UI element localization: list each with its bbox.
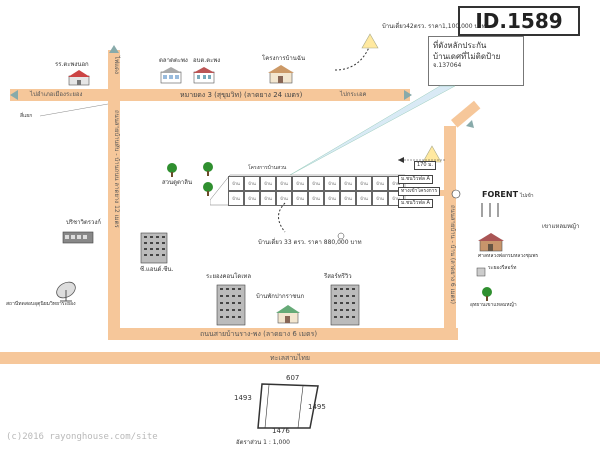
bottom-road-label: ถนนสายบ้านราง-พง (ลาดยาง 6 เมตร) (200, 330, 318, 338)
satellite-dish-icon (54, 280, 78, 302)
right-label-1: เขาแหลมหญ้า (542, 223, 580, 230)
tree-icon (167, 163, 177, 177)
price-mid-label: บ้านเดี่ยว 33 ตรว. ราคา 880,000 บาท (258, 239, 362, 246)
tree-icon (203, 162, 213, 176)
plot-cell: บ้าน (324, 176, 340, 191)
forent-name: FORENT (482, 190, 519, 199)
plot-cell: บ้าน (228, 176, 244, 191)
plot-cell: บ้าน (308, 191, 324, 206)
callout-line2: บ้านเดศที่ไม่ติดป้าย (433, 52, 501, 62)
to-chonburi-label: ไปอำเภอเมืองระยอง (30, 91, 83, 98)
plot-cell: บ้าน (340, 191, 356, 206)
right-road (444, 126, 456, 338)
plot-cell: บ้าน (372, 176, 388, 191)
plot-cell: บ้าน (276, 191, 292, 206)
forent-logo-icon (478, 202, 502, 217)
tambon-icon (193, 66, 215, 84)
house-label: บ้านพักปากราชนก (256, 293, 305, 300)
project-label: โครงการบ้านฉัน (262, 55, 306, 62)
market-icon (160, 66, 182, 84)
scale-label: อัตราส่วน 1 : 1,000 (236, 439, 290, 446)
project-name-label: โครงการบ้านสวน (248, 165, 287, 171)
condotel-building-icon (216, 284, 246, 326)
plot-right-dim: 1495 (308, 403, 326, 411)
plot-cell: บ้าน (260, 191, 276, 206)
entrance-tag: ทางเข้าโครงการ (398, 187, 441, 196)
callout-line1: ที่ดังหลักประกัน (433, 41, 487, 50)
plot-cell: บ้าน (244, 191, 260, 206)
plot-cell: บ้าน (292, 191, 308, 206)
plot-left-dim: 1493 (234, 394, 252, 402)
tree-icon (203, 182, 213, 196)
plant-icon (62, 228, 94, 244)
collateral-callout: ที่ดังหลักประกัน บ้านเดศที่ไม่ติดป้าย จ.… (428, 36, 524, 86)
house-icon (276, 304, 300, 324)
plant-label: ปริชาวิตรวงก์ (66, 219, 101, 226)
plot-cell: บ้าน (356, 176, 372, 191)
plot-cell: บ้าน (292, 176, 308, 191)
plot-cell: บ้าน (244, 176, 260, 191)
plot-cell: บ้าน (324, 191, 340, 206)
top-road-label: หมายดง 3 (สุขุมวิท) (ลาดยาง 24 เมตร) (180, 91, 303, 99)
plot-cell: บ้าน (276, 176, 292, 191)
resort-label: รีสอร์ทรีวิว (324, 273, 352, 280)
tree-icon (482, 287, 492, 301)
right-label-3: ระยองรีสอร์ท (488, 265, 517, 271)
distance-tag: 170 ม. (414, 161, 437, 170)
plot-cell: บ้าน (260, 176, 276, 191)
school-label: รร.ตะพงนอก (55, 61, 89, 68)
lower-road-lower (0, 352, 600, 364)
right-label-2: ศาลหลวงพ่อกรมหลวงชุมพร (478, 253, 539, 259)
project-area: บ้าน บ้าน บ้าน บ้าน บ้าน บ้าน บ้าน บ้าน … (210, 170, 450, 210)
resort-building-icon (330, 284, 360, 326)
school-icon (68, 70, 90, 86)
plot-cell: บ้าน (228, 191, 244, 206)
plot-cell: บ้าน (340, 176, 356, 191)
id-label: ID.1589 (475, 9, 563, 33)
plot-bottom-dim: 1476 (272, 427, 290, 435)
id-badge: ID.1589 (458, 6, 580, 36)
plot-cell: บ้าน (356, 191, 372, 206)
forent-sub: ไปเข้า (519, 193, 534, 199)
tambon-label: อบต.ตะพง (193, 57, 221, 64)
price-top-label: บ้านเดี่ยว42ตรว. ราคา1,100,000 บาท (382, 23, 486, 30)
mid-building-label: ระยองคอนโดเทล (206, 273, 252, 280)
plot-top-dim: 607 (286, 374, 300, 382)
lower-road-label: ทะเลสาบไทย (270, 354, 310, 362)
callout-line3: จ.137064 (433, 62, 462, 70)
right-label-4: อุทยานเขาแหลมหญ้า (470, 302, 517, 308)
plot-cell: บ้าน (308, 176, 324, 191)
plot-cell: บ้าน (372, 191, 388, 206)
to-east-label: ไปกระเอค (340, 91, 367, 98)
copyright-footer: (c)2016 rayonghouse.com/site (6, 432, 158, 442)
bottom-road (108, 328, 458, 340)
shrine-icon (478, 232, 504, 252)
project-icon (268, 64, 294, 84)
right-resort-icon (476, 262, 486, 277)
left-road (108, 50, 120, 340)
condo-building-icon (140, 232, 168, 264)
project-tag-b: ม.ชนวิวฟล A (398, 199, 433, 208)
project-tag-a: ม.ชนวิวฟล A (398, 175, 433, 184)
factory-label: สถานีทดสอบอุตุนิยมวิทยาระยอง (6, 301, 76, 307)
park-label: สวนดูตาลิน (162, 179, 193, 186)
condo-label: ซี.แอนด์.ซีน. (140, 266, 174, 273)
market-label: ตลาดตะพง (159, 57, 188, 64)
forent-label: FORENT ไปเข้า (482, 190, 534, 200)
junction-label: สี่แยก (20, 113, 33, 119)
